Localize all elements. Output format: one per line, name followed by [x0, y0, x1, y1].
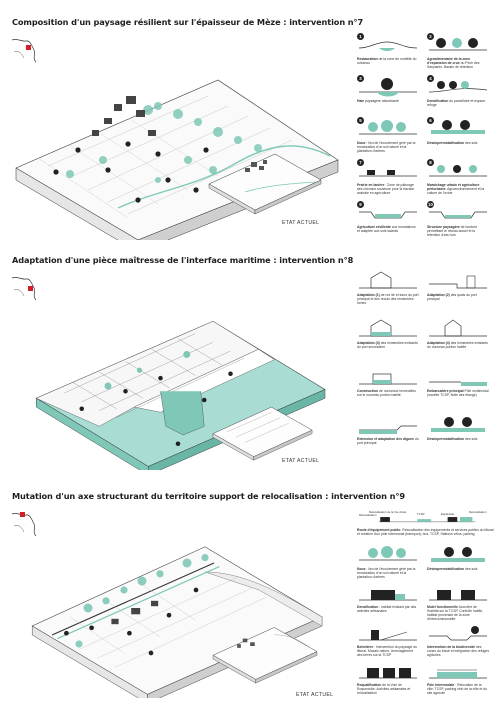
pier-icon: [429, 381, 487, 386]
axonometric-block-main: [35, 320, 326, 470]
legend-intervention-9: Relocalisation de la rive droite Relocal…: [357, 510, 497, 700]
location-map-icon: [11, 39, 37, 63]
section-title: Adaptation d'une pièce maîtresse de l'in…: [12, 255, 354, 265]
section-title: Mutation d'un axe structurant du territo…: [12, 491, 405, 501]
new-housing-icon: [429, 319, 487, 337]
swale-icon: [359, 120, 417, 135]
header-label: Relocalisation: [359, 513, 377, 517]
etat-actuel-label: ETAT ACTUEL: [282, 458, 320, 464]
road-requalification-icon: [359, 668, 417, 679]
meadow-icon: [359, 170, 417, 177]
dike-icon: [359, 425, 417, 434]
functional-housing-icon: [429, 590, 487, 601]
landscape-structure-icon: [429, 211, 487, 219]
belvedere-icon: [359, 630, 417, 641]
river-section-icon: [358, 41, 418, 51]
swale-icon: [359, 546, 417, 561]
location-map-icon: [11, 512, 37, 537]
urban-farming-icon: [429, 165, 487, 177]
building-section-icon: [359, 271, 417, 289]
section-intervention-9: Mutation d'un axe structurant du territo…: [0, 480, 500, 707]
legend-header-strip: Relocalisation de la rive droite Relocal…: [357, 510, 497, 526]
etat-actuel-label: ETAT ACTUEL: [296, 692, 334, 698]
retention-basin-icon: [429, 38, 487, 51]
street-section-icon: [378, 517, 476, 523]
depaving-icon: [431, 547, 485, 562]
densification-icon: [359, 590, 417, 601]
axonometric-block-current-state: [212, 406, 313, 461]
building-adaptation-icon: [359, 319, 417, 337]
depaving-icon: [431, 120, 485, 134]
hedge-icon: [359, 78, 417, 97]
legend-intervention-7: 1 Restauration de la zone de mobilité du…: [357, 33, 497, 237]
header-label: Relocalisation de la rive droite: [369, 510, 407, 514]
section-intervention-8: Adaptation d'une pièce maîtresse de l'in…: [0, 240, 500, 480]
section-intervention-7: Composition d'un paysage résilient sur l…: [0, 0, 500, 240]
construction-icon: [359, 373, 417, 385]
location-map-icon: [11, 277, 37, 301]
axonometric-block-current-state: [208, 153, 322, 215]
resilient-agriculture-icon: [359, 211, 417, 219]
etat-actuel-label: ETAT ACTUEL: [282, 220, 320, 226]
quay-section-icon: [429, 275, 487, 289]
axonometric-block-current-state: [212, 627, 318, 684]
header-label: Relocalisation: [469, 510, 487, 514]
header-label: TCSP: [417, 512, 425, 516]
intermodal-hub-icon: [429, 669, 487, 679]
depaving-icon: [431, 417, 485, 432]
section-title: Composition d'un paysage résilient sur l…: [12, 17, 364, 27]
biodiversity-icon: [429, 626, 487, 641]
parcel-densification-icon: [428, 81, 488, 93]
legend-intervention-8: Adaptation (1) de rez de et tours du por…: [357, 270, 497, 470]
header-label: Esplanade: [441, 512, 455, 516]
